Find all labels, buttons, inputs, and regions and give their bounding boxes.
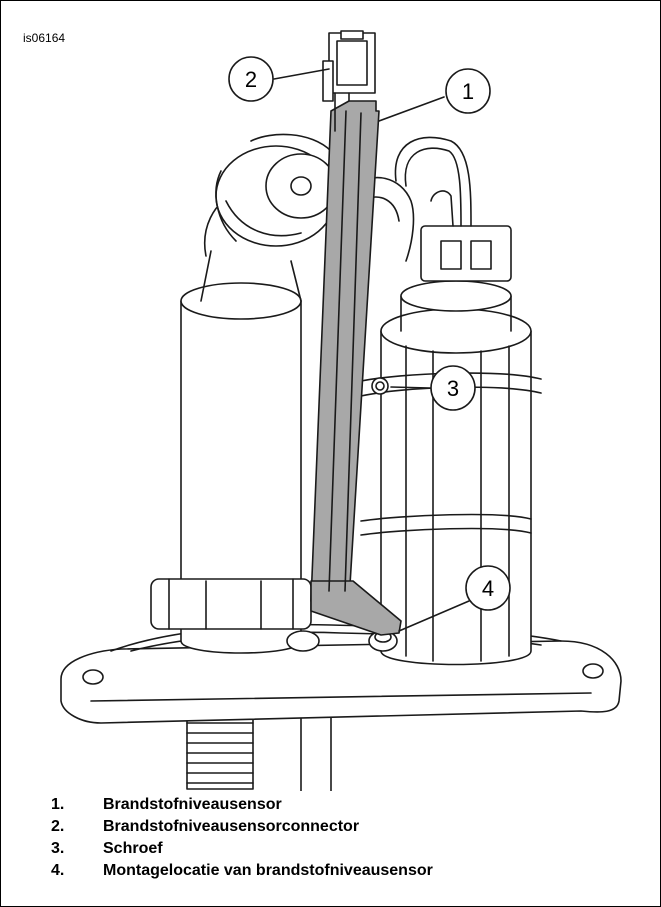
pump-cylinder: [360, 280, 542, 666]
legend-list: 1. Brandstofniveausensor 2. Brandstofniv…: [51, 794, 433, 882]
figure-id: is06164: [23, 31, 66, 45]
mount-screw: [286, 630, 398, 652]
legend-number: 3.: [51, 840, 65, 857]
fuel-pump-illustration: 2 1 3 4: [60, 30, 622, 791]
callout-4-label: 4: [482, 576, 494, 601]
legend-item: 4. Montagelocatie van brandstofniveausen…: [51, 860, 433, 882]
pump-motor: [215, 133, 337, 247]
legend-text: Brandstofniveausensor: [103, 796, 282, 813]
callout-1-label: 1: [462, 79, 474, 104]
fuel-level-sensor: [310, 100, 402, 636]
legend-text: Schroef: [103, 840, 163, 857]
threaded-hose: [186, 700, 332, 791]
legend-number: 1.: [51, 796, 65, 813]
leader-lines: [273, 68, 470, 632]
callout-circles: [228, 56, 511, 611]
legend-number: 2.: [51, 818, 65, 835]
callout-2-label: 2: [245, 67, 257, 92]
sensor-connector: [322, 30, 376, 132]
legend-item: 2. Brandstofniveausensorconnector: [51, 816, 433, 838]
callout-3-label: 3: [447, 376, 459, 401]
legend-number: 4.: [51, 862, 65, 879]
legend-item: 3. Schroef: [51, 838, 433, 860]
screw: [371, 377, 389, 395]
legend-item: 1. Brandstofniveausensor: [51, 794, 433, 816]
legend-text: Montagelocatie van brandstofniveausensor: [103, 862, 433, 879]
filter-cylinder: [150, 190, 312, 654]
wire-harness: [355, 136, 512, 282]
mounting-flange: [60, 623, 622, 724]
legend-text: Brandstofniveausensorconnector: [103, 818, 360, 835]
